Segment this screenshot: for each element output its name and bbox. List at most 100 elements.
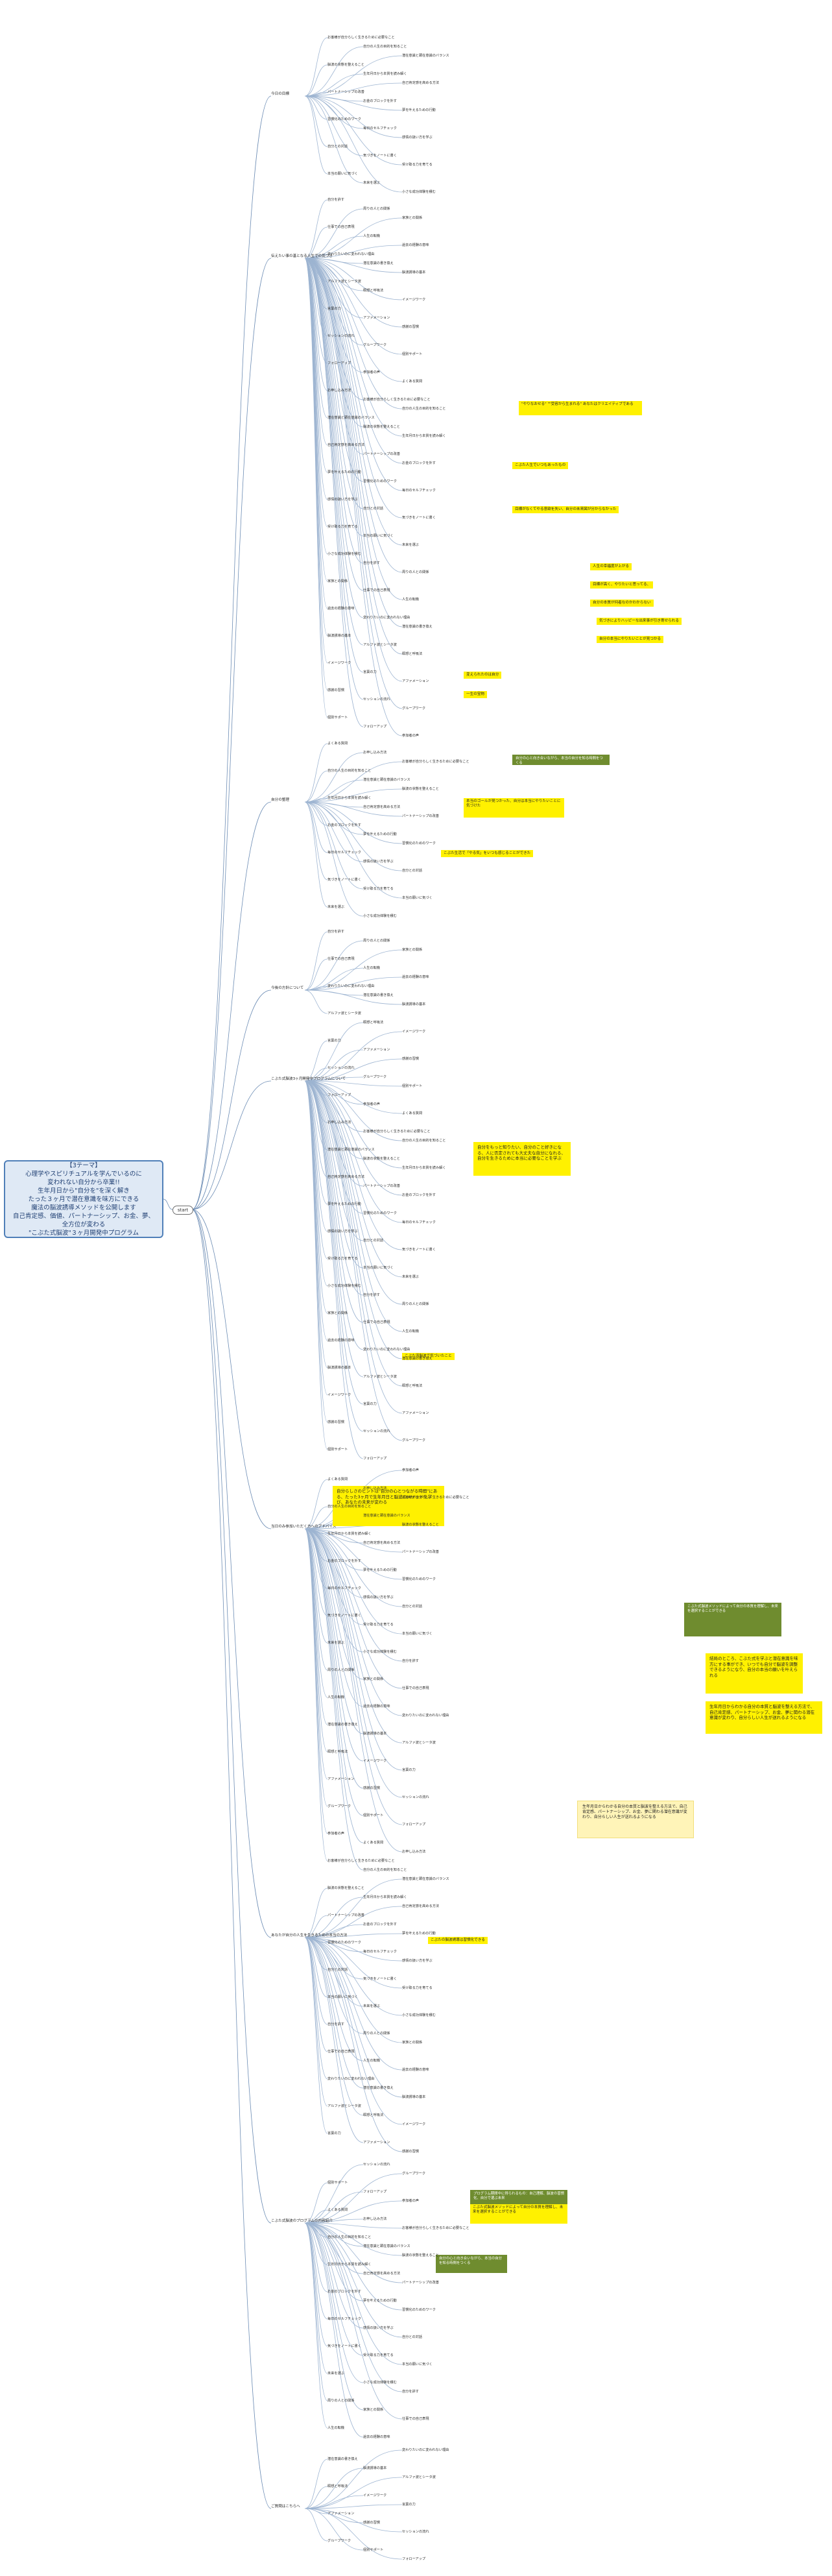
leaf-text: アルファ波とシータ波 xyxy=(327,1012,361,1015)
leaf-text: 自分との対話 xyxy=(327,145,348,149)
leaf-text: 周りの人との関係 xyxy=(327,1668,355,1672)
leaf-text: 毎日のセルフチェック xyxy=(363,127,397,130)
branch-insight[interactable]: 伝えたい事の基となる人生での気づき xyxy=(271,254,333,258)
branch-method[interactable]: あなたが自分の人生を生きるための本当の方法 xyxy=(271,1934,348,1938)
connector xyxy=(304,1937,403,1989)
leaf-text: 仕事での自己表現 xyxy=(327,225,355,229)
note-box: こぶた式脳波メソッドによって自分の本質を理解し、未来を選択することができる xyxy=(684,1603,781,1636)
connector xyxy=(304,940,364,991)
leaf-text: 人生の転機 xyxy=(402,1330,419,1333)
connector xyxy=(304,1080,364,1350)
leaf-text: 本当の願いに気づく xyxy=(363,1266,394,1270)
connector xyxy=(304,1937,364,2034)
connector xyxy=(304,1506,328,1529)
leaf-text: セッションの流れ xyxy=(327,1066,355,1070)
connector xyxy=(304,2222,403,2256)
leaf-text: パートナーシップの改善 xyxy=(363,452,400,456)
connector xyxy=(304,258,364,591)
leaf-text: 自分との対話 xyxy=(327,1968,348,1972)
leaf-text: 感謝の習慣 xyxy=(327,1420,344,1424)
leaf-text: 感謝の習慣 xyxy=(402,2150,419,2154)
connector xyxy=(304,1528,364,1816)
connector xyxy=(304,46,364,97)
leaf-text: 人生の転機 xyxy=(363,2059,380,2063)
leaf-text: 自分を許す xyxy=(327,198,344,202)
leaf-text: お客様が自分らしく生きるために必要なこと xyxy=(402,2226,469,2230)
branch-contents[interactable]: こぶた式脳波のプログラムの内容紹介 xyxy=(271,2219,333,2223)
connector xyxy=(304,1080,403,1141)
highlight-box: 変えられたのは自分 xyxy=(464,672,502,679)
leaf-text: グループワーク xyxy=(327,1804,351,1808)
connector xyxy=(304,95,364,184)
connector xyxy=(304,258,364,727)
connector xyxy=(304,2222,364,2302)
leaf-text: 夢を叶えるための行動 xyxy=(363,1568,397,1572)
connector xyxy=(304,1080,403,1087)
connector xyxy=(304,1937,403,2016)
leaf-text: 言葉の力 xyxy=(402,2503,416,2507)
leaf-text: 家族との関係 xyxy=(402,948,423,952)
branch-program[interactable]: こぶた式脳波3ヶ月開発中プログラムについて xyxy=(271,1077,346,1081)
start-node[interactable]: start xyxy=(172,1206,193,1215)
leaf-text: 受け取る力を育てる xyxy=(363,1623,394,1627)
leaf-text: 周りの人との関係 xyxy=(402,570,429,574)
branch-question[interactable]: ご質問はこちらへ xyxy=(271,2505,300,2509)
connector xyxy=(304,95,403,193)
leaf-text: 本当の願いに気づく xyxy=(327,172,358,176)
connector xyxy=(304,2222,364,2411)
connector xyxy=(304,1528,364,1734)
leaf-text: 未来を選ぶ xyxy=(327,2372,344,2376)
leaf-text: 自分の人生の目的を知ること xyxy=(363,45,407,49)
leaf-text: 人生の転機 xyxy=(327,2426,344,2430)
leaf-text: 変わりたいのに変われない理由 xyxy=(402,2448,449,2452)
leaf-text: 瞑想と呼吸法 xyxy=(363,1021,384,1025)
leaf-text: フォローアップ xyxy=(402,1823,426,1827)
leaf-text: 参加者の声 xyxy=(402,734,419,738)
connector xyxy=(304,1528,364,1762)
branch-advice[interactable]: 当日のみ参加いただく方へのアドバイス xyxy=(271,1525,337,1529)
leaf-text: 仕事での自己表現 xyxy=(327,957,355,961)
leaf-text: 脳波の状態を整えること xyxy=(363,1157,400,1161)
leaf-text: 参加者の声 xyxy=(402,2199,419,2203)
leaf-text: 周りの人との関係 xyxy=(402,1302,429,1306)
leaf-text: 参加者の声 xyxy=(402,1468,419,1472)
connector xyxy=(304,1528,364,1871)
connector xyxy=(304,1080,403,1114)
leaf-text: フォローアップ xyxy=(327,361,351,365)
connector xyxy=(304,1080,403,1414)
leaf-text: 言葉の力 xyxy=(363,1402,377,1406)
branch-policy[interactable]: 今後の方針について xyxy=(271,986,304,990)
connector xyxy=(304,1528,328,1862)
root-line: 心理学やスピリチュアルを学んでいるのに xyxy=(25,1170,142,1178)
connector xyxy=(304,1937,328,2052)
leaf-text: 習慣化のためのワーク xyxy=(402,1577,436,1581)
connector xyxy=(304,990,403,1005)
leaf-text: 潜在意識と顕在意識のバランス xyxy=(327,1148,375,1152)
connector xyxy=(304,801,403,817)
connector xyxy=(304,258,403,328)
connector xyxy=(304,95,364,156)
conclusion-note: 結局のところ、こぶた式を学ぶと潜在意識を味方にする事ができ、いつでも自分で脳波を… xyxy=(706,1653,803,1694)
connector xyxy=(304,1080,328,1205)
connector xyxy=(304,1937,328,2134)
root-topic[interactable]: 【3テーマ】 心理学やスピリチュアルを学んでいるのに 変われない自分から卒業!!… xyxy=(4,1160,163,1238)
leaf-text: 毎日のセルフチェック xyxy=(363,1950,397,1954)
leaf-text: アルファ波とシータ波 xyxy=(402,1741,436,1745)
leaf-text: 夢を叶えるための行動 xyxy=(363,2299,397,2303)
leaf-text: 周りの人との関係 xyxy=(363,939,390,943)
leaf-text: アルファ波とシータ波 xyxy=(363,1375,397,1379)
connector xyxy=(304,258,364,428)
connector xyxy=(304,2222,328,2374)
connector xyxy=(304,1937,403,1962)
connector xyxy=(304,258,328,364)
leaf-text: 個別サポート xyxy=(363,2548,384,2552)
branch-goal[interactable]: 今日の目標 xyxy=(271,92,289,96)
connector xyxy=(304,1528,403,1689)
connector xyxy=(304,258,328,391)
connector xyxy=(304,1937,364,2089)
branch-self[interactable]: 自分の整理 xyxy=(271,798,289,802)
leaf-text: 仕事での自己表現 xyxy=(363,1320,390,1324)
leaf-text: 瞑想と呼吸法 xyxy=(402,652,423,656)
highlight-box: 人生の幸福度が上がる xyxy=(590,563,632,570)
leaf-text: 受け取る力を育てる xyxy=(327,525,358,529)
